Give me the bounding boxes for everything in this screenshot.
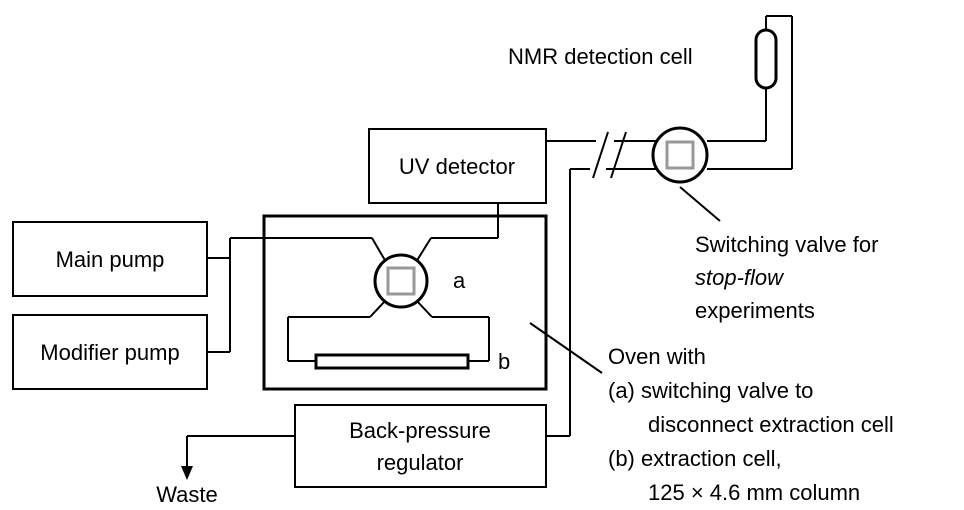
back-pressure-regulator-box xyxy=(294,404,547,488)
nmr-detection-cell-icon xyxy=(754,28,778,90)
switching-valve-note-line1: Switching valve for xyxy=(695,232,878,257)
back-pressure-label-line2: regulator xyxy=(377,450,464,475)
valve-a-label: a xyxy=(453,268,466,293)
modifier-pump-box xyxy=(12,314,208,390)
oven-note-line2: (a) switching valve to xyxy=(608,378,813,403)
main-pump-box xyxy=(12,221,208,297)
waste-label: Waste xyxy=(156,482,218,505)
oven-note-line5: 125 × 4.6 mm column xyxy=(648,480,860,505)
modifier-pump-label: Modifier pump xyxy=(40,340,179,365)
tubing-lines xyxy=(181,15,793,480)
nmr-cell-label: NMR detection cell xyxy=(508,44,693,69)
oven-note-line4: (b) extraction cell, xyxy=(608,446,782,471)
uv-detector-box xyxy=(368,128,547,204)
switching-valve-note-line3: experiments xyxy=(695,298,815,323)
oven-note-line1: Oven with xyxy=(608,344,706,369)
cell-b-label: b xyxy=(498,349,510,374)
extraction-cell xyxy=(314,353,470,370)
back-pressure-label-line1: Back-pressure xyxy=(349,418,491,443)
oven-note-line3: disconnect extraction cell xyxy=(648,412,894,437)
switching-valve-note-line2: stop-flow xyxy=(695,265,785,290)
main-pump-label: Main pump xyxy=(56,247,165,272)
uv-detector-label: UV detector xyxy=(399,154,515,179)
switching-valve-a xyxy=(373,253,429,309)
stop-flow-switching-valve xyxy=(651,126,709,184)
waste-arrow-icon xyxy=(181,466,193,480)
oven-box xyxy=(262,214,548,391)
